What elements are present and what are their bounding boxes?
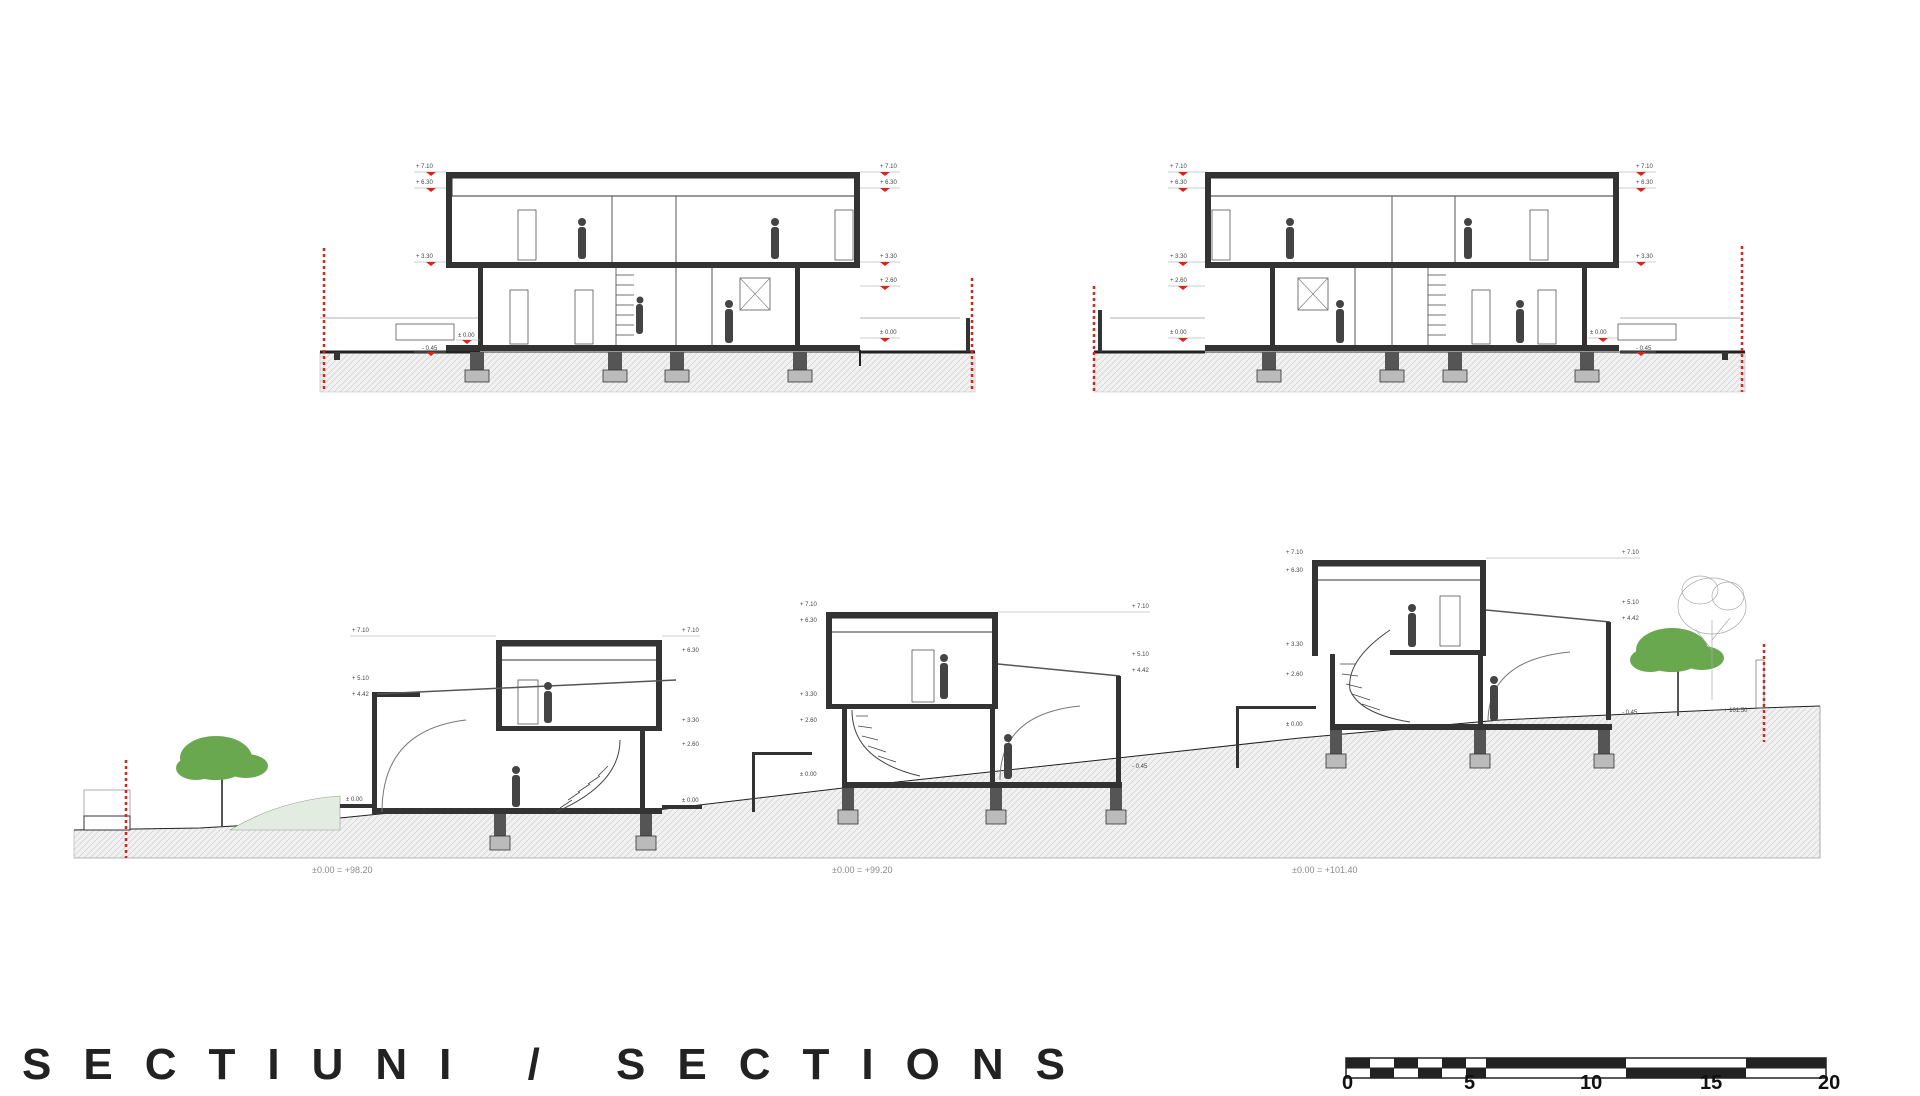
level-label: + 4.42 <box>352 692 370 698</box>
level-label: + 3.30 <box>416 254 434 260</box>
scale-label-20: 20 <box>1818 1072 1841 1094</box>
level-label: + 2.60 <box>1170 278 1188 284</box>
levels-house-1: + 7.10 + 5.10 + 4.42 ± 0.00 + 7.10 + 6.3… <box>346 628 700 804</box>
tree-left <box>176 736 268 826</box>
level-marks-right-1: + 7.10 + 6.30 + 3.30 + 2.60 ± 0.00 <box>860 164 900 342</box>
level-label: - 0.45 <box>1132 764 1148 770</box>
page-title: SECTIUNI / SECTIONS <box>22 1040 1097 1089</box>
level-label: + 101.50 <box>1724 708 1748 714</box>
level-label: + 7.10 <box>1286 550 1304 556</box>
level-label: ± 0.00 <box>682 798 699 804</box>
level-label: + 7.10 <box>1170 164 1188 170</box>
level-label: + 2.60 <box>800 718 818 724</box>
level-label: + 6.30 <box>1170 180 1188 186</box>
level-marks-left-1: + 7.10 + 6.30 + 3.30 ± 0.00 - 0.45 <box>414 164 480 356</box>
level-label: ± 0.00 <box>1590 330 1607 336</box>
level-label: + 7.10 <box>682 628 700 634</box>
datum-label-2: ±0.00 = +99.20 <box>832 865 893 875</box>
levels-house-3: + 7.10 + 6.30 + 3.30 + 2.60 ± 0.00 + 7.1… <box>1286 550 1748 728</box>
level-label: + 5.10 <box>1622 600 1640 606</box>
level-label: ± 0.00 <box>880 330 897 336</box>
level-label: + 2.60 <box>880 278 898 284</box>
scale-bar <box>1345 1057 1827 1079</box>
level-label: ± 0.00 <box>458 333 475 339</box>
level-label: + 3.30 <box>682 718 700 724</box>
section-top-right: + 7.10 + 6.30 + 3.30 + 2.60 ± 0.00 + 7.1… <box>1092 164 1746 393</box>
scale-label-10: 10 <box>1580 1072 1603 1094</box>
scale-label-15: 15 <box>1700 1072 1723 1094</box>
levels-house-2: + 7.10 + 6.30 + 3.30 + 2.60 ± 0.00 + 7.1… <box>800 602 1150 778</box>
level-label: + 4.42 <box>1132 668 1150 674</box>
level-label: + 7.10 <box>1132 604 1150 610</box>
section-top-left: + 7.10 + 6.30 + 3.30 ± 0.00 - 0.45 + 7.1… <box>319 164 976 393</box>
level-label: - 0.45 <box>1622 710 1638 716</box>
level-label: + 6.30 <box>880 180 898 186</box>
level-label: ± 0.00 <box>800 772 817 778</box>
level-label: + 3.30 <box>1286 642 1304 648</box>
datum-label-3: ±0.00 = +101.40 <box>1292 865 1358 875</box>
house-3: + 7.10 + 6.30 + 3.30 + 2.60 ± 0.00 + 7.1… <box>1236 550 1748 769</box>
level-label: + 5.10 <box>352 676 370 682</box>
level-label: ± 0.00 <box>1170 330 1187 336</box>
level-label: + 6.30 <box>1286 568 1304 574</box>
level-label: - 0.45 <box>422 346 438 352</box>
level-label: + 6.30 <box>800 618 818 624</box>
level-label: + 3.30 <box>800 692 818 698</box>
level-label: + 7.10 <box>880 164 898 170</box>
level-label: + 3.30 <box>1636 254 1654 260</box>
level-label: + 6.30 <box>416 180 434 186</box>
level-label: + 3.30 <box>1170 254 1188 260</box>
tree-right <box>1630 628 1724 716</box>
level-label: + 6.30 <box>1636 180 1654 186</box>
datum-label-1: ±0.00 = +98.20 <box>312 865 373 875</box>
level-label: + 7.10 <box>800 602 818 608</box>
level-marks-right-2: + 7.10 + 6.30 + 3.30 ± 0.00 - 0.45 <box>1588 164 1656 356</box>
scale-label-0: 0 <box>1342 1072 1354 1094</box>
level-label: + 7.10 <box>1622 550 1640 556</box>
level-label: + 6.30 <box>682 648 700 654</box>
scale-label-5: 5 <box>1464 1072 1476 1094</box>
level-label: + 2.60 <box>1286 672 1304 678</box>
level-label: + 7.10 <box>1636 164 1654 170</box>
level-label: + 3.30 <box>880 254 898 260</box>
section-bottom-long: + 7.10 + 5.10 + 4.42 ± 0.00 + 7.10 + 6.3… <box>73 550 1821 875</box>
level-label: + 7.10 <box>352 628 370 634</box>
house-1: + 7.10 + 5.10 + 4.42 ± 0.00 + 7.10 + 6.3… <box>340 628 702 851</box>
house-2: + 7.10 + 6.30 + 3.30 + 2.60 ± 0.00 + 7.1… <box>752 602 1150 825</box>
level-label: + 2.60 <box>682 742 700 748</box>
sketch-tree <box>1677 575 1747 700</box>
level-marks-left-2: + 7.10 + 6.30 + 3.30 + 2.60 ± 0.00 <box>1168 164 1205 342</box>
level-label: + 4.42 <box>1622 616 1640 622</box>
level-label: ± 0.00 <box>1286 722 1303 728</box>
level-label: ± 0.00 <box>346 797 363 803</box>
level-label: - 0.45 <box>1636 346 1652 352</box>
level-label: + 7.10 <box>416 164 434 170</box>
level-label: + 5.10 <box>1132 652 1150 658</box>
